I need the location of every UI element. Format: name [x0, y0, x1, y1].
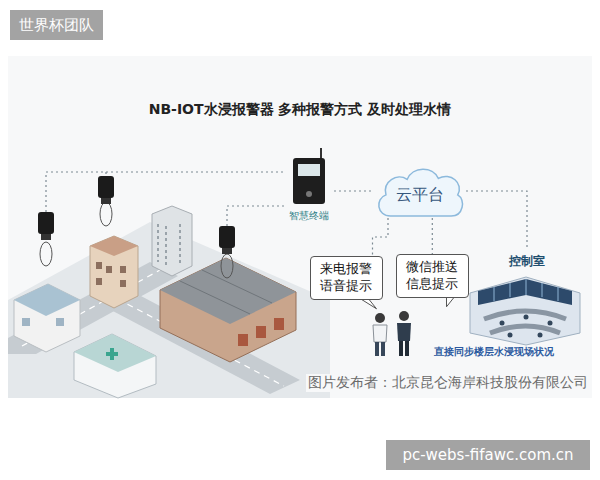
window [120, 266, 126, 273]
sensor-wire [46, 172, 286, 212]
status-caption: 直接同步楼层水浸现场状况 [432, 346, 556, 359]
water-sensor [38, 212, 54, 266]
tower-windows [179, 224, 181, 264]
apartment [90, 236, 138, 308]
dotted-connector [373, 218, 389, 256]
door [274, 318, 284, 330]
control-room-node: 控制室 [466, 250, 588, 347]
window [96, 278, 102, 285]
cloud-node: 云平台 [374, 164, 466, 218]
url-badge: pc-webs-fifawc.com.cn [386, 440, 590, 470]
window [56, 318, 64, 326]
roof-ridge [202, 270, 272, 303]
hospital [74, 334, 156, 398]
window [22, 318, 30, 326]
cross-symbol [106, 352, 118, 356]
terminal-device [288, 148, 330, 206]
bubble-text: 来电报警 语音提示 [317, 261, 376, 295]
hospital-roof [74, 334, 156, 372]
roof-ridge [180, 281, 250, 314]
house [14, 284, 80, 352]
window [96, 262, 102, 269]
door [238, 334, 248, 346]
terminal-node: 智慧终端 [284, 148, 334, 223]
window [106, 266, 112, 273]
warehouse-roof [160, 258, 296, 324]
dotted-connector [334, 190, 374, 191]
door [256, 326, 266, 338]
bubble-tail [447, 297, 455, 307]
water-sensor [98, 176, 114, 226]
speech-bubble: 来电报警 语音提示 [310, 256, 383, 300]
person-figure [397, 311, 411, 356]
house-roof [14, 284, 80, 316]
dotted-connector [432, 218, 433, 254]
tower [152, 206, 192, 276]
control-room [466, 273, 584, 347]
node-label: 控制室 [466, 250, 588, 273]
node-label: 智慧终端 [284, 209, 334, 223]
window [120, 280, 126, 287]
tower-windows [157, 224, 159, 262]
bubble-tail [361, 299, 377, 309]
tower-windows [165, 226, 167, 266]
apartment-roof [90, 236, 138, 256]
warehouse [160, 258, 296, 362]
water-sensor [219, 226, 235, 278]
node-label: 云平台 [396, 185, 444, 206]
watermark-badge: 世界杯团队 [10, 10, 103, 40]
sensor-wire [227, 206, 286, 226]
sensor-wire [105, 172, 106, 176]
speech-bubble: 微信推送 信息提示 [396, 254, 469, 298]
diagram-title: NB-IOT水浸报警器 多种报警方式 及时处理水情 [0, 101, 600, 119]
bubble-text: 微信推送 信息提示 [403, 259, 462, 293]
picture-credit: 图片发布者：北京昆仑海岸科技股份有限公司 [306, 374, 590, 392]
dotted-connector [466, 191, 527, 250]
person-figure [373, 313, 387, 356]
